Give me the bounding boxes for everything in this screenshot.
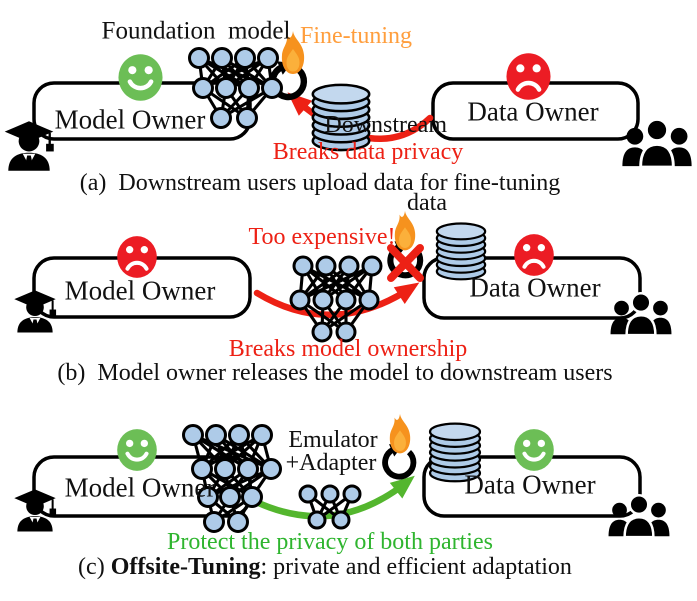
- downstream-data-label: Downstream data: [324, 112, 447, 216]
- foundation-model-network-icon: [188, 47, 283, 129]
- adapter-label: +Adapter: [285, 450, 377, 477]
- too-expensive-label: Too expensive!: [248, 224, 396, 251]
- panel-a-caption: (a) Downstream users upload data for fin…: [79, 170, 561, 197]
- panel-a-graphics: [3, 31, 692, 172]
- panel-a: Foundation model Fine-tuning Downstream …: [0, 0, 697, 216]
- user-group-icon: [608, 494, 670, 538]
- sad-face-icon: [117, 236, 157, 278]
- sad-face-icon: [506, 53, 550, 100]
- cross-icon: [387, 244, 424, 282]
- sad-face-icon: [514, 234, 554, 276]
- panel-b-graphics: [13, 210, 672, 343]
- fire-icon: [394, 210, 416, 251]
- graduate-icon: [13, 488, 58, 533]
- breaks-data-privacy-label: Breaks data privacy: [272, 139, 464, 166]
- graduate-icon: [3, 120, 55, 172]
- happy-face-icon: [118, 54, 162, 101]
- panel-b-caption: (b) Model owner releases the model to do…: [57, 360, 613, 387]
- user-group-icon: [622, 118, 692, 168]
- database-icon: [435, 222, 487, 281]
- panel-c-graphics: [13, 413, 670, 538]
- model-owner-label: Model Owner: [64, 275, 216, 306]
- data-owner-label: Data Owner: [467, 96, 599, 127]
- fire-icon: [389, 413, 411, 454]
- user-group-icon: [610, 292, 672, 336]
- data-owner-label: Data Owner: [464, 469, 596, 500]
- foundation-model-network-icon: [289, 255, 383, 343]
- panel-c-caption: (c) Offsite-Tuning: private and efficien…: [78, 554, 572, 581]
- panel-c: Emulator +Adapter Model Owner Data Owner…: [0, 400, 697, 601]
- fine-tuning-label: Fine-tuning: [300, 23, 412, 49]
- foundation-model-label: Foundation model: [101, 17, 291, 45]
- emulator-network-icon: [298, 484, 362, 530]
- model-owner-label: Model Owner: [54, 104, 206, 135]
- send-emulator-arrow: [242, 475, 415, 520]
- happy-face-icon: [117, 429, 157, 471]
- data-owner-label: Data Owner: [469, 272, 601, 303]
- protect-privacy-label: Protect the privacy of both parties: [167, 529, 493, 556]
- upload-data-arrow: [287, 92, 434, 142]
- model-owner-label: Model Owner: [64, 472, 216, 503]
- emulator-label: Emulator: [288, 427, 378, 454]
- breaks-model-ownership-label: Breaks model ownership: [228, 336, 468, 363]
- happy-face-icon: [514, 429, 554, 471]
- foundation-model-network-icon: [182, 424, 282, 533]
- graduate-icon: [13, 289, 58, 334]
- panel-b: Too expensive! Model Owner Data Owner Br…: [0, 200, 697, 400]
